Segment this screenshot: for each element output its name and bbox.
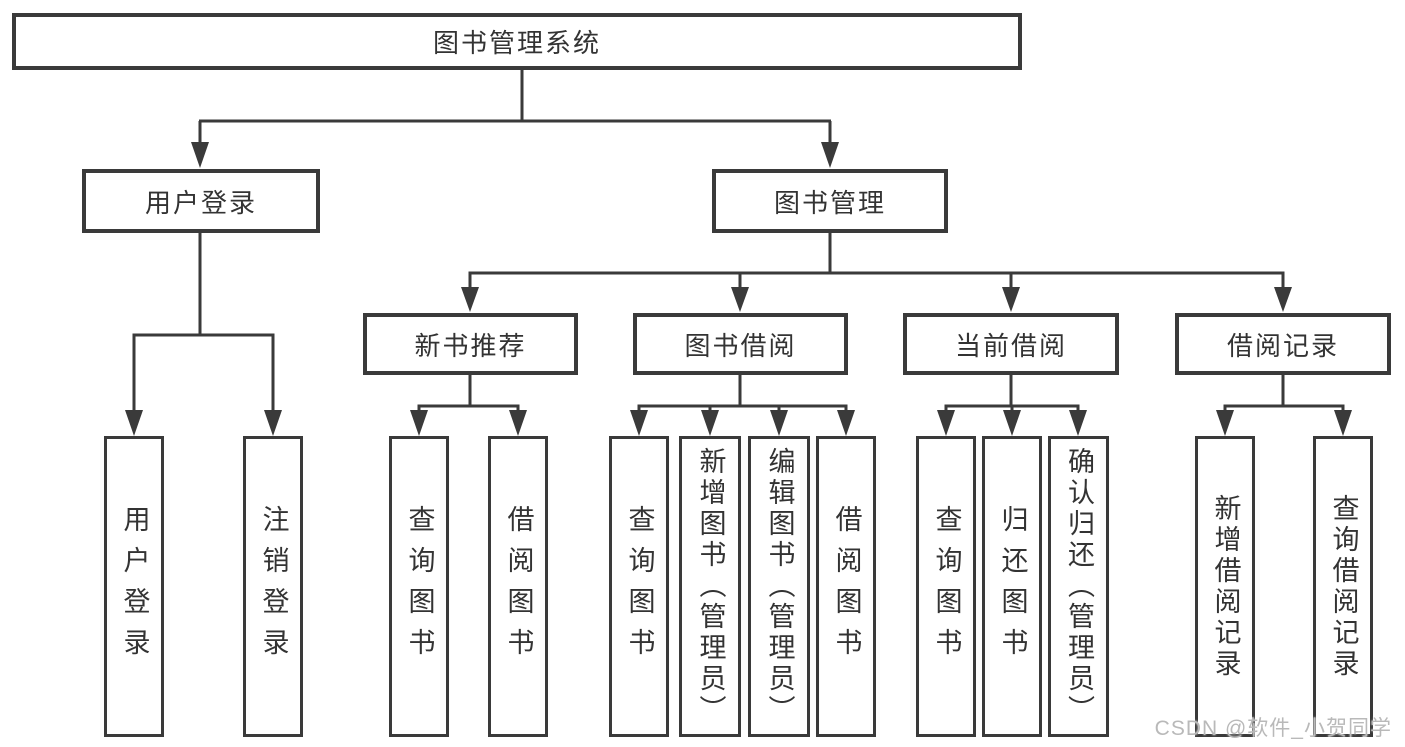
arrow-to-user-login xyxy=(191,142,209,168)
connector-user-login-children xyxy=(132,233,275,412)
node-borrow-records-label: 借阅记录 xyxy=(1226,330,1339,361)
leaf-add-book-admin: 新增图书（管理员） xyxy=(679,436,741,737)
arrow-leaf-3 xyxy=(410,410,428,436)
arrow-to-book-borrow xyxy=(731,287,749,312)
leaf-confirm-return-admin-label: 确认归还（管理员） xyxy=(1064,447,1094,726)
node-new-book-recommend: 新书推荐 xyxy=(363,313,578,375)
leaf-search-books-1-label: 查询图书 xyxy=(404,504,435,669)
leaf-edit-book-admin: 编辑图书（管理员） xyxy=(748,436,810,737)
node-current-borrow-label: 当前借阅 xyxy=(954,330,1067,361)
watermark: CSDN @软件_小贺同学 xyxy=(1154,717,1392,740)
node-user-login: 用户登录 xyxy=(82,169,320,233)
arrow-to-book-management xyxy=(821,142,839,168)
connector-book-management-to-level3 xyxy=(468,233,1285,292)
arrow-leaf-6 xyxy=(701,410,719,436)
leaf-search-books-2: 查询图书 xyxy=(609,436,669,737)
arrow-leaf-13 xyxy=(1334,410,1352,436)
arrowheads xyxy=(125,142,1352,436)
node-library-management-system-label: 图书管理系统 xyxy=(432,28,601,58)
node-user-login-label: 用户登录 xyxy=(144,187,257,218)
leaf-search-books-1: 查询图书 xyxy=(389,436,449,737)
arrow-to-current-borrow xyxy=(1002,287,1020,312)
arrow-leaf-11 xyxy=(1069,410,1087,436)
leaf-return-books: 归还图书 xyxy=(982,436,1042,737)
arrow-leaf-9 xyxy=(937,410,955,436)
leaf-return-books-label: 归还图书 xyxy=(997,504,1028,669)
arrow-to-new-book-recommend xyxy=(461,287,479,312)
leaf-add-borrow-record: 新增借阅记录 xyxy=(1195,436,1255,737)
arrow-leaf-4 xyxy=(509,410,527,436)
connector-book-borrow-children xyxy=(637,375,848,414)
node-book-borrow-label: 图书借阅 xyxy=(684,330,797,361)
leaf-logout-label: 注销登录 xyxy=(258,504,289,669)
node-library-management-system: 图书管理系统 xyxy=(12,13,1022,70)
leaf-user-login-label: 用户登录 xyxy=(119,504,150,669)
leaf-search-books-2-label: 查询图书 xyxy=(624,504,655,669)
leaf-borrow-books-2-label: 借阅图书 xyxy=(831,504,862,669)
connector-current-borrow-children xyxy=(944,375,1080,414)
leaf-search-books-3: 查询图书 xyxy=(916,436,976,737)
arrow-leaf-2 xyxy=(264,410,282,436)
node-new-book-recommend-label: 新书推荐 xyxy=(414,330,527,361)
leaf-search-borrow-record: 查询借阅记录 xyxy=(1313,436,1373,737)
leaf-search-borrow-record-label: 查询借阅记录 xyxy=(1328,493,1359,680)
leaf-user-login: 用户登录 xyxy=(104,436,164,737)
arrow-leaf-1 xyxy=(125,410,143,436)
leaf-search-books-3-label: 查询图书 xyxy=(931,504,962,669)
leaf-add-book-admin-label: 新增图书（管理员） xyxy=(695,447,726,726)
connector-root-to-level2 xyxy=(198,69,832,146)
node-borrow-records: 借阅记录 xyxy=(1175,313,1391,375)
leaf-edit-book-admin-label: 编辑图书（管理员） xyxy=(764,447,795,726)
node-book-management: 图书管理 xyxy=(712,169,948,233)
arrow-leaf-10 xyxy=(1003,410,1021,436)
connector-borrow-records-children xyxy=(1223,375,1345,414)
leaf-add-borrow-record-label: 新增借阅记录 xyxy=(1210,493,1241,680)
node-book-borrow: 图书借阅 xyxy=(633,313,848,375)
arrow-leaf-5 xyxy=(630,410,648,436)
connector-new-book-children xyxy=(417,375,520,414)
leaf-logout: 注销登录 xyxy=(243,436,303,737)
node-current-borrow: 当前借阅 xyxy=(903,313,1119,375)
arrow-leaf-12 xyxy=(1216,410,1234,436)
arrow-to-borrow-records xyxy=(1274,287,1292,312)
leaf-borrow-books-1: 借阅图书 xyxy=(488,436,548,737)
leaf-borrow-books-2: 借阅图书 xyxy=(816,436,876,737)
node-book-management-label: 图书管理 xyxy=(773,187,886,218)
arrow-leaf-8 xyxy=(837,410,855,436)
leaf-borrow-books-1-label: 借阅图书 xyxy=(503,504,534,669)
leaf-confirm-return-admin: 确认归还（管理员） xyxy=(1048,436,1109,737)
arrow-leaf-7 xyxy=(770,410,788,436)
